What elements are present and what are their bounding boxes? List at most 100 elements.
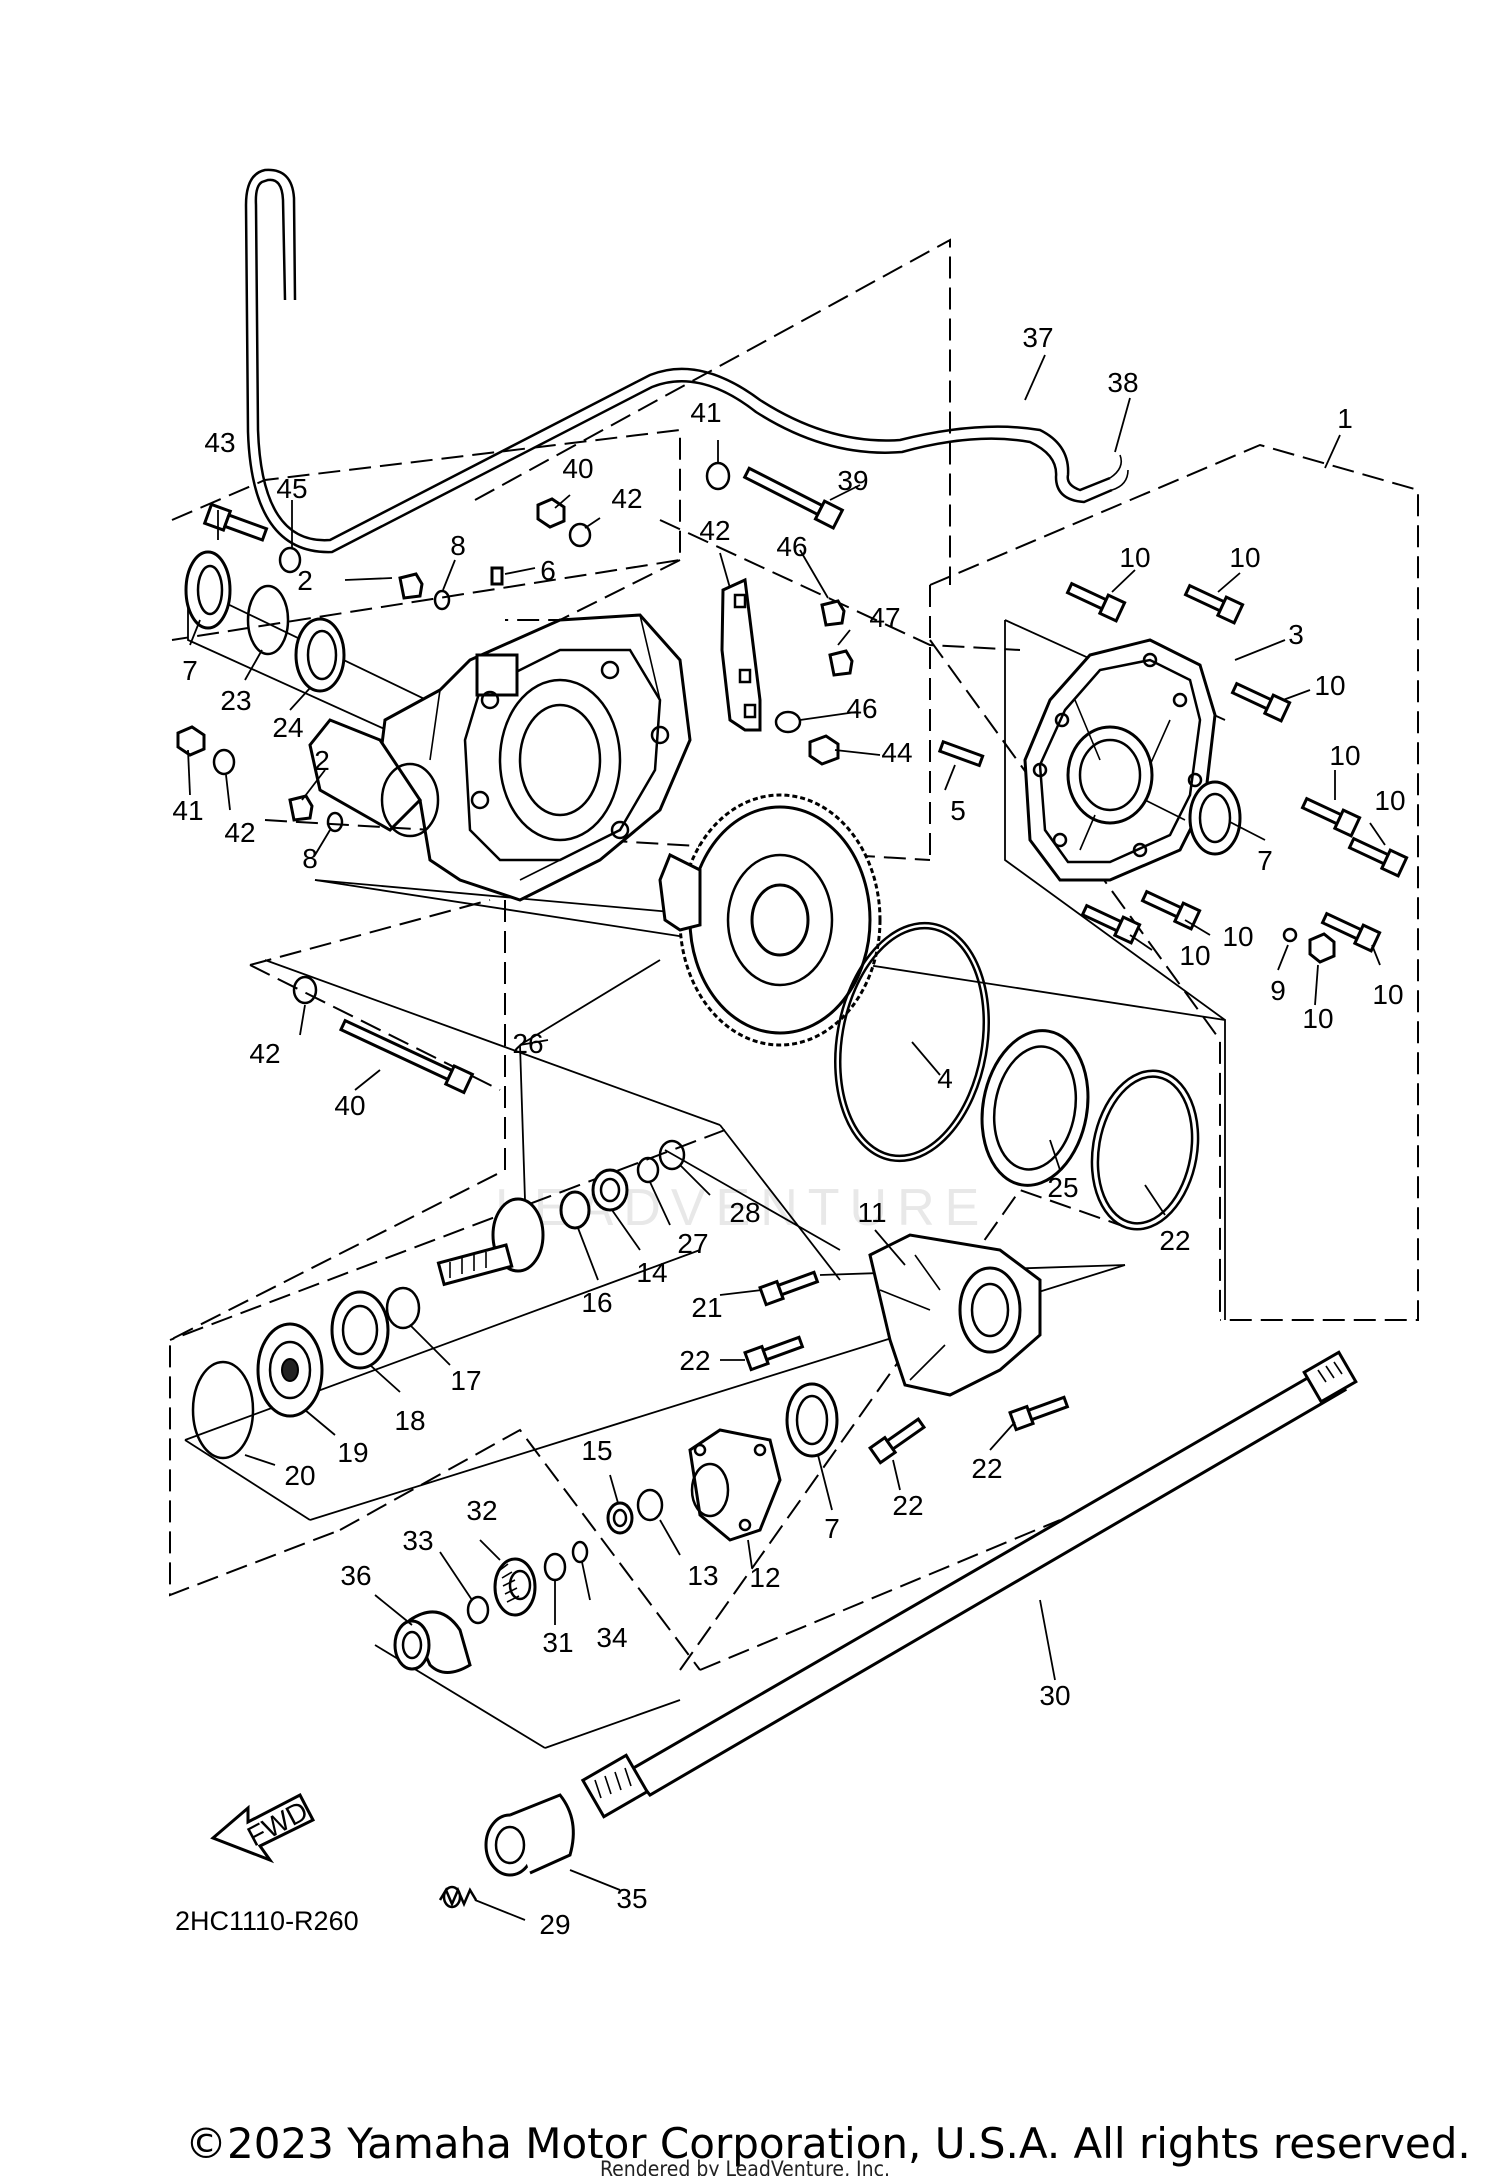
callout-13: 12 — [749, 1562, 780, 1593]
callout-27: 26 — [512, 1028, 543, 1059]
oil-seal-7-front — [785, 1382, 839, 1458]
copyright-text: ©2023 Yamaha Motor Corporation, U.S.A. A… — [185, 2119, 1471, 2168]
callout-7: 7 — [1257, 845, 1273, 876]
callout-10: 10 — [1229, 542, 1260, 573]
callout-40: 39 — [837, 465, 868, 496]
callout-38: 37 — [1022, 322, 1053, 353]
callout-10: 10 — [1329, 740, 1360, 771]
bolts-22 — [743, 1270, 1070, 1465]
callout-35: 34 — [596, 1622, 627, 1653]
bolt-44 — [202, 502, 269, 542]
callout-39: 38 — [1107, 367, 1138, 398]
callout-12: 11 — [857, 1197, 886, 1228]
callout-10: 10 — [1179, 940, 1210, 971]
diagram-code: 2HC1110-R260 — [175, 1906, 359, 1936]
ring-23 — [1090, 1069, 1200, 1231]
callout-36: 35 — [616, 1883, 647, 1914]
callout-10: 10 — [1222, 921, 1253, 952]
boot-36 — [484, 1793, 575, 1877]
callout-32: 31 — [542, 1627, 573, 1658]
callout-19: 18 — [394, 1405, 425, 1436]
callout-22: 22 — [971, 1453, 1002, 1484]
bolts-10 — [937, 581, 1409, 964]
callout-34: 33 — [402, 1525, 433, 1556]
boot-37 — [393, 1610, 472, 1674]
callout-8: 8 — [302, 843, 318, 874]
left-seals — [184, 550, 346, 693]
callout-46: 45 — [276, 473, 307, 504]
callout-41: 41 — [172, 795, 203, 826]
callout-42: 42 — [224, 817, 255, 848]
ring-gear — [658, 793, 882, 1047]
oil-seal-right — [1188, 780, 1242, 856]
callout-28: 27 — [677, 1228, 708, 1259]
callout-45: 44 — [881, 737, 912, 768]
o-ring-4 — [834, 921, 990, 1163]
callout-47: 46 — [776, 531, 807, 562]
callout-47: 47 — [869, 602, 900, 633]
callout-25: 24 — [272, 712, 303, 743]
callout-14: 13 — [687, 1560, 718, 1591]
bracket-43 — [720, 577, 854, 766]
callout-2: 2 — [297, 565, 313, 596]
callout-10: 10 — [1372, 979, 1403, 1010]
callout-3: 3 — [1288, 619, 1304, 650]
needle-bearing-33 — [493, 1557, 537, 1617]
callout-1: 1 — [1337, 403, 1353, 434]
callout-10: 10 — [1314, 670, 1345, 701]
small-rings-14-16 — [606, 1488, 664, 1535]
small-parts — [176, 461, 802, 1005]
fwd-arrow: FWD — [210, 1792, 316, 1864]
callout-41: 40 — [562, 453, 593, 484]
callout-31: 30 — [1039, 1680, 1070, 1711]
callout-26: 25 — [1047, 1172, 1078, 1203]
callout-15: 14 — [636, 1257, 667, 1288]
callout-18: 17 — [450, 1365, 481, 1396]
breather-hose — [244, 168, 1129, 554]
coupling-13 — [688, 1428, 782, 1542]
callout-29: 28 — [729, 1197, 760, 1228]
rear-cover — [1023, 638, 1217, 882]
callout-10: 10 — [1119, 542, 1150, 573]
callout-5: 5 — [950, 795, 966, 826]
callout-42: 42 — [249, 1038, 280, 1069]
callout-2: 2 — [314, 745, 330, 776]
callout-20: 19 — [337, 1437, 368, 1468]
bolts-40 — [338, 466, 845, 1095]
callout-9: 9 — [1270, 975, 1286, 1006]
callout-23: 22 — [1159, 1225, 1190, 1256]
callout-6: 6 — [540, 555, 556, 586]
callout-21: 20 — [284, 1460, 315, 1491]
callout-40: 40 — [334, 1090, 365, 1121]
front-housing-12 — [868, 1233, 1042, 1397]
pinion-gear — [436, 1197, 545, 1287]
callout-17: 16 — [581, 1287, 612, 1318]
callout-42: 41 — [690, 397, 721, 428]
callout-43: 42 — [699, 515, 730, 546]
gear-case-housing — [308, 613, 692, 902]
fwd-label: FWD — [242, 1795, 313, 1852]
callout-7: 7 — [182, 655, 198, 686]
callout-labels: 1 2 2 3 4 5 6 7 7 7 8 8 9 10 10 10 10 10… — [172, 322, 1405, 1940]
shaft-parts-row — [191, 1139, 686, 1460]
bearing-26 — [980, 1029, 1090, 1187]
callout-7: 7 — [824, 1513, 840, 1544]
callout-8: 8 — [450, 530, 466, 561]
callout-22: 21 — [691, 1292, 722, 1323]
callout-46: 46 — [846, 693, 877, 724]
spring-30 — [438, 1885, 478, 1909]
callout-22: 22 — [679, 1345, 710, 1376]
leader-lines — [187, 354, 1386, 1921]
callout-30: 29 — [539, 1909, 570, 1940]
callout-10: 10 — [1374, 785, 1405, 816]
drive-shaft-31 — [580, 1350, 1358, 1819]
callout-33: 32 — [466, 1495, 497, 1526]
callout-24: 23 — [220, 685, 251, 716]
callout-16: 15 — [581, 1435, 612, 1466]
callout-11: 10 — [1302, 1003, 1333, 1034]
callout-42: 42 — [611, 483, 642, 514]
callout-4: 4 — [937, 1063, 953, 1094]
rendered-by-text: Rendered by LeadVenture, Inc. — [600, 2157, 890, 2176]
callout-37: 36 — [340, 1560, 371, 1591]
